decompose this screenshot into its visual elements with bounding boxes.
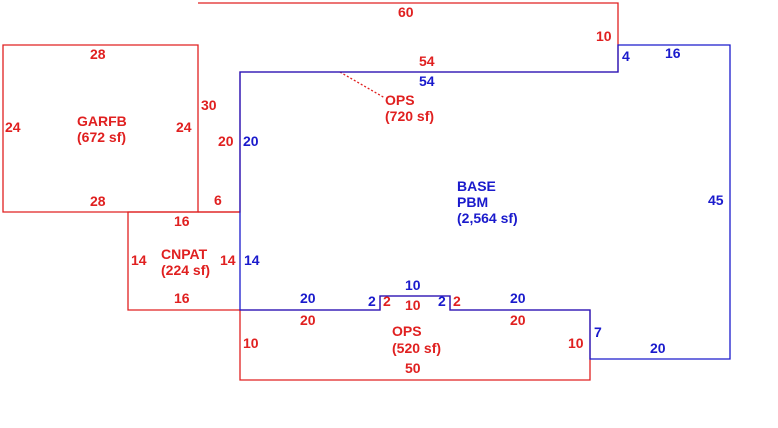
dim-base-notch-right: 2 — [438, 293, 446, 309]
dim-cnpat-bottom: 16 — [174, 290, 190, 306]
dim-base-step: 4 — [622, 48, 630, 64]
dim-base-notch-top: 10 — [405, 277, 421, 293]
dim-ops-lo-right: 10 — [568, 335, 584, 351]
dim-base-notch-left: 2 — [368, 293, 376, 309]
dim-base-top-right: 16 — [665, 45, 681, 61]
dim-ops-up-right: 10 — [596, 28, 612, 44]
dim-cnpat-top: 16 — [174, 213, 190, 229]
base-sub: PBM — [457, 194, 488, 210]
dim-ops-up-top: 60 — [398, 4, 414, 20]
dim-base-bottom-right: 20 — [650, 340, 666, 356]
dim-cnpat-left: 14 — [131, 252, 147, 268]
dim-base-left-lower: 14 — [244, 252, 260, 268]
dim-ops-lo-left: 10 — [243, 335, 259, 351]
ops-upper-leader — [339, 71, 386, 99]
dim-base-lower-right: 20 — [510, 290, 526, 306]
garfb-name: GARFB — [77, 113, 127, 129]
base-name: BASE — [457, 178, 496, 194]
dim-garfb-top: 28 — [90, 46, 106, 62]
dim-garfb-right: 24 — [176, 119, 192, 135]
dim-base-top: 54 — [419, 73, 435, 89]
dim-garfb-left: 24 — [5, 119, 21, 135]
cnpat-size: (224 sf) — [161, 262, 210, 278]
dim-cnpat-right: 14 — [220, 252, 236, 268]
dim-base-step-right: 7 — [594, 324, 602, 340]
base-outline — [239, 44, 731, 360]
dim-ops-lo-bottom: 50 — [405, 360, 421, 376]
garfb-size: (672 sf) — [77, 129, 126, 145]
dim-ops-lo-notch-top: 10 — [405, 297, 421, 313]
dim-base-lower-left: 20 — [300, 290, 316, 306]
dim-ops-lo-top-right: 20 — [510, 312, 526, 328]
dim-ops-lo-notch-left: 2 — [383, 293, 391, 309]
dim-garfb-bottom: 28 — [90, 193, 106, 209]
dim-ops-up-left: 30 — [201, 97, 217, 113]
ops-upper-name: OPS — [385, 92, 415, 108]
dim-ops-up-bottom: 54 — [419, 53, 435, 69]
dim-ops-up-inner: 20 — [218, 133, 234, 149]
ops-lower-name: OPS — [392, 323, 422, 339]
dim-base-right: 45 — [708, 192, 724, 208]
cnpat-name: CNPAT — [161, 246, 208, 262]
ops-upper-size: (720 sf) — [385, 108, 434, 124]
cnpat-outline — [127, 211, 240, 311]
dim-ops-lo-top-left: 20 — [300, 312, 316, 328]
ops-lower-size: (520 sf) — [392, 340, 441, 356]
dim-ops-up-step: 6 — [214, 192, 222, 208]
dim-ops-lo-notch-right: 2 — [453, 293, 461, 309]
base-size: (2,564 sf) — [457, 210, 518, 226]
dim-base-left-upper: 20 — [243, 133, 259, 149]
